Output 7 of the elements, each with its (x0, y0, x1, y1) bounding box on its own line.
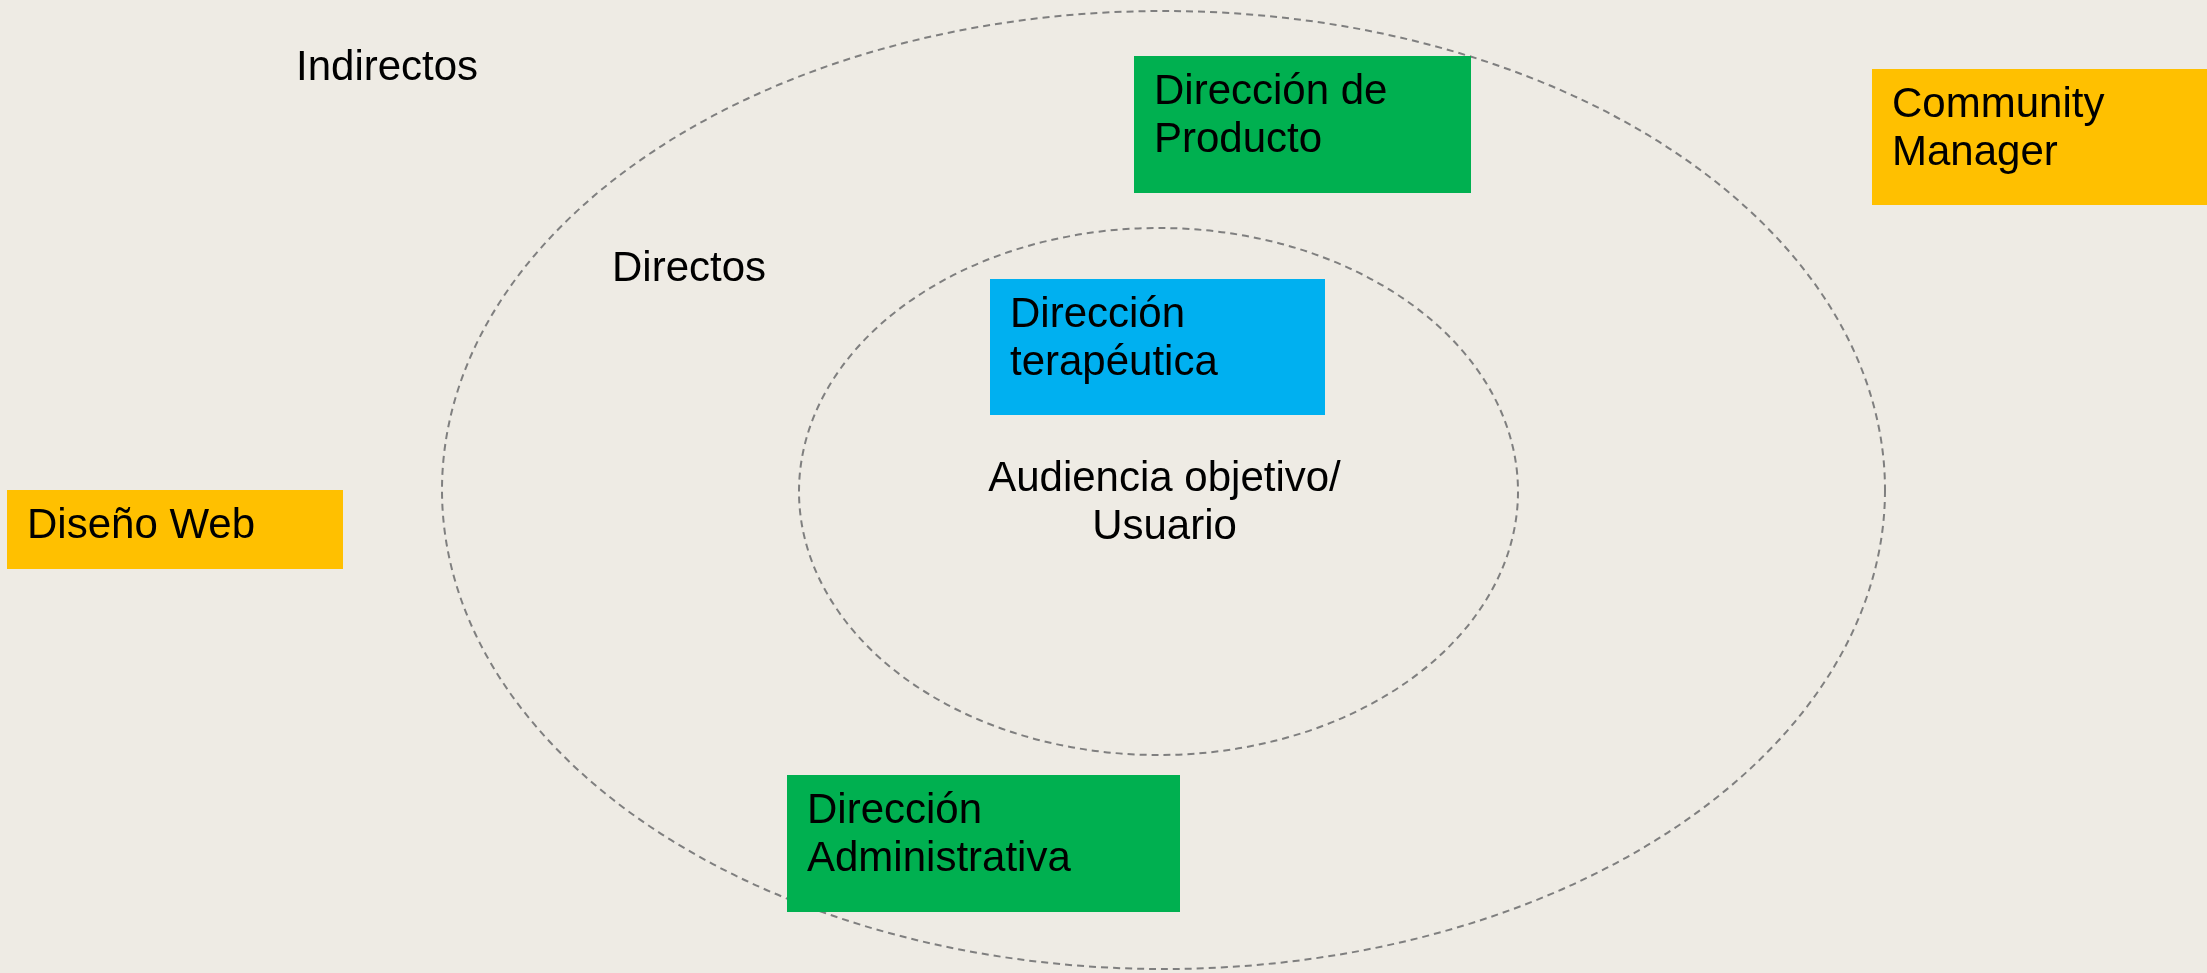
ring-label: Directos (612, 243, 767, 291)
zone-label: Indirectos (296, 42, 479, 90)
ring-label: Audiencia objetivo/ Usuario (987, 453, 1342, 549)
stakeholder-box: Diseño Web (7, 490, 343, 569)
stakeholder-box: Dirección de Producto (1134, 56, 1471, 193)
stakeholder-box: Dirección terapéutica (990, 279, 1325, 415)
stakeholder-box: Community Manager (1872, 69, 2207, 205)
